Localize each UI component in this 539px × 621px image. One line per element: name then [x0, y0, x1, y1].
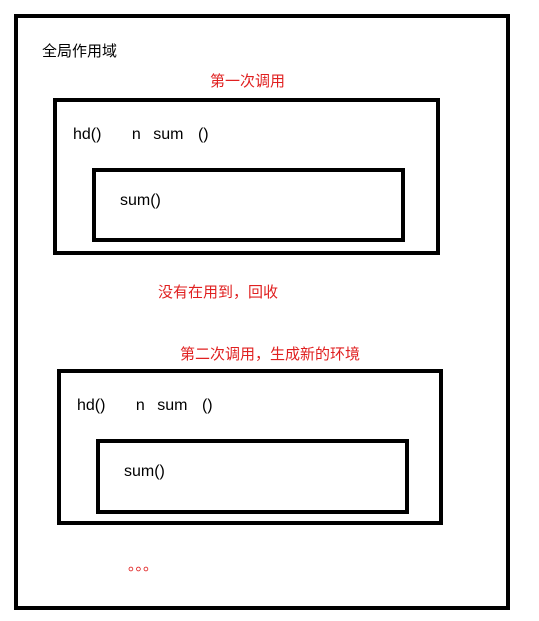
first-call-parens: (): [197, 126, 209, 143]
second-call-sum-fn: sum(): [124, 463, 165, 480]
second-call-hd-signature: hd() n sum (): [77, 398, 213, 414]
first-call-sum-scope: [92, 168, 405, 242]
ellipsis-more-calls: 。。。: [128, 556, 159, 574]
first-call-var-n: n: [131, 126, 141, 143]
first-call-var-sum: sum: [153, 126, 184, 143]
second-call-hd-fn: hd(): [77, 397, 106, 414]
second-call-parens: (): [201, 397, 213, 414]
second-call-caption: 第二次调用，生成新的环境: [180, 345, 361, 363]
first-call-hd-signature: hd() n sum (): [73, 127, 209, 143]
global-scope-title: 全局作用域: [42, 42, 118, 60]
first-call-caption: 第一次调用: [210, 72, 286, 90]
second-call-var-n: n: [135, 397, 145, 414]
first-call-hd-fn: hd(): [73, 126, 102, 143]
gc-note: 没有在用到，回收: [158, 283, 279, 301]
second-call-sum-scope: [96, 439, 409, 514]
first-call-sum-fn: sum(): [120, 192, 161, 209]
second-call-var-sum: sum: [157, 397, 188, 414]
